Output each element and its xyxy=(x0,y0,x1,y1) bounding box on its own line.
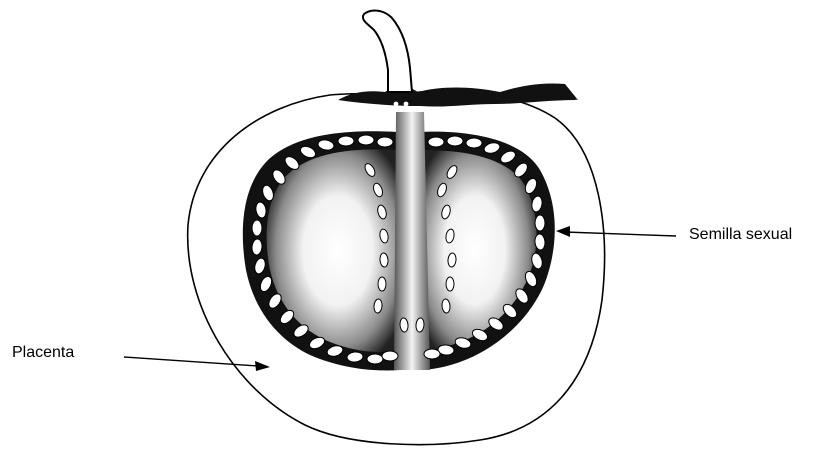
stem xyxy=(363,11,412,92)
label-placenta: Placenta xyxy=(12,344,74,362)
seed-arrowhead xyxy=(556,226,570,237)
seed xyxy=(377,137,393,147)
central-core xyxy=(394,112,430,370)
calyx-dot xyxy=(404,102,409,107)
seed xyxy=(428,137,444,147)
seed xyxy=(338,136,354,146)
seed-leader-line xyxy=(565,232,676,236)
seed xyxy=(424,349,440,359)
placenta-arrowhead xyxy=(255,361,270,371)
label-seed: Semilla sexual xyxy=(689,226,792,244)
calyx-dot xyxy=(394,102,399,107)
seed xyxy=(367,354,383,364)
seed xyxy=(535,215,545,231)
seed xyxy=(446,277,454,291)
seed xyxy=(466,138,482,148)
seed xyxy=(358,135,374,145)
seed xyxy=(252,220,262,236)
placenta-leader-line xyxy=(124,357,258,366)
seed xyxy=(382,351,398,361)
seed xyxy=(447,136,463,146)
seed xyxy=(378,277,386,291)
